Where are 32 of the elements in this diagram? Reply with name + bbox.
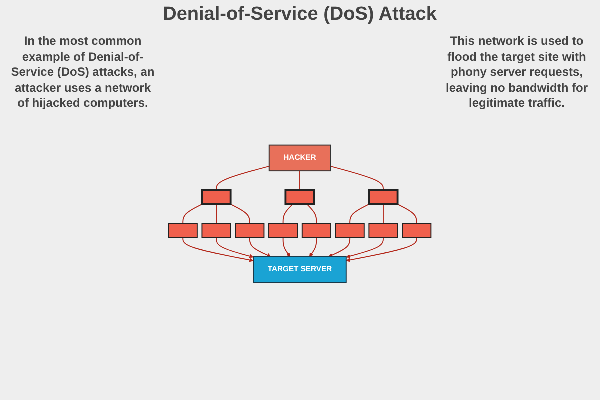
arrow <box>216 237 254 258</box>
node-monitor <box>201 189 232 206</box>
arrow <box>346 237 418 262</box>
arrow <box>282 237 291 258</box>
node-laptop <box>168 223 198 238</box>
connector <box>282 204 294 224</box>
note-text: In the most common example of Denial-of-Service (DoS) attacks, an attacker uses a network of hijacked computers. <box>10 34 156 112</box>
arrow <box>328 237 351 258</box>
arrow <box>249 237 272 258</box>
connector <box>306 204 318 224</box>
arrow <box>309 237 318 258</box>
note-text: This network is used to flood the target site with phony server requests, leaving no bandwidth for legitimate traffic. <box>445 34 589 112</box>
connector <box>330 166 384 191</box>
node-monitor <box>368 189 399 206</box>
node-laptop <box>368 223 398 238</box>
node-monitor <box>284 189 316 206</box>
node-laptop <box>235 223 265 238</box>
diagram-title: Denial-of-Service (DoS) Attack <box>162 4 438 26</box>
connector <box>216 166 270 191</box>
connector <box>182 204 203 224</box>
node-laptop <box>268 223 298 238</box>
connector <box>350 204 370 224</box>
node-laptop <box>335 223 365 238</box>
connector <box>383 204 384 224</box>
arrow <box>346 237 384 258</box>
node-laptop <box>202 223 232 238</box>
connector <box>216 204 217 224</box>
node-laptop <box>302 223 332 238</box>
connector <box>397 204 418 224</box>
node-laptop <box>402 223 432 238</box>
arrow <box>182 237 254 262</box>
connector <box>230 204 250 224</box>
